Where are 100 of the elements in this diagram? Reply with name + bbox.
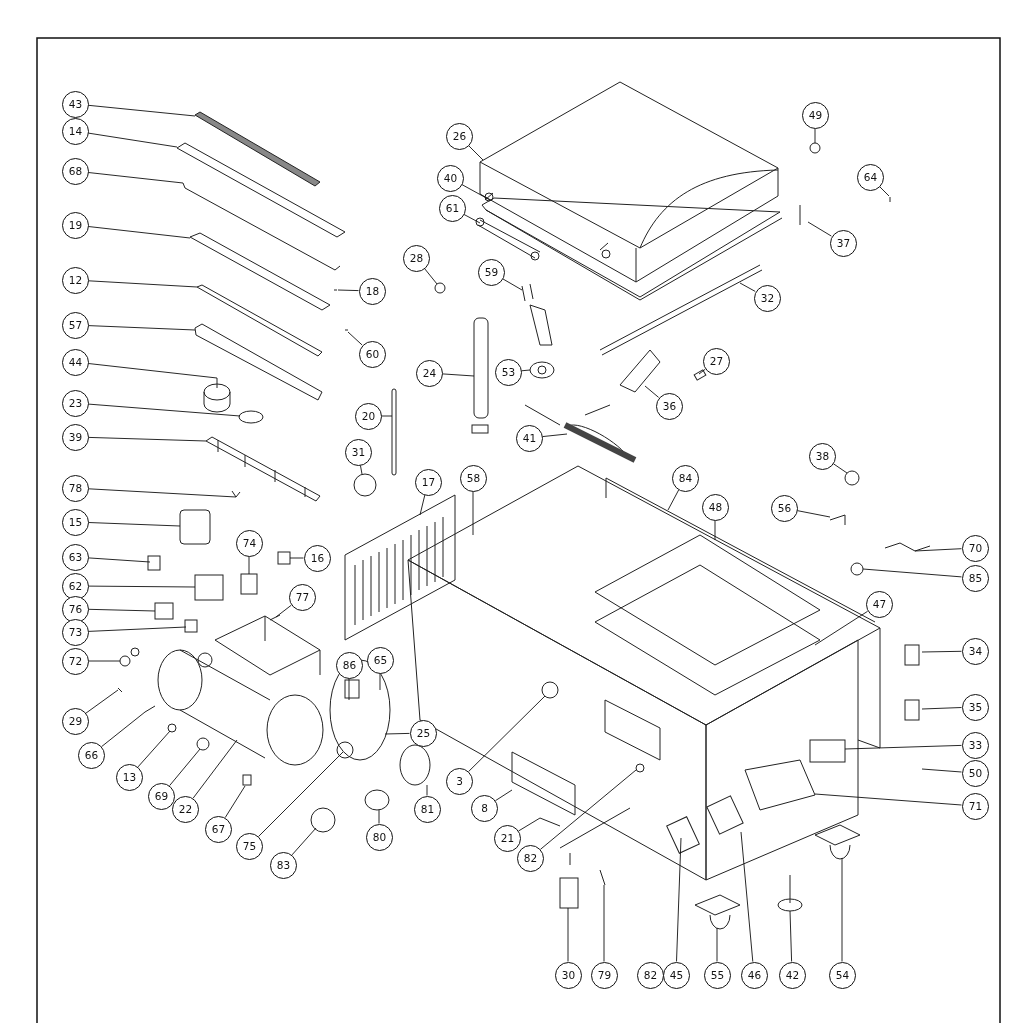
callout-number: 59 — [478, 259, 505, 286]
leader-line — [88, 522, 181, 527]
callout-number: 75 — [236, 833, 263, 860]
callout-number: 56 — [771, 495, 798, 522]
callout-number: 73 — [62, 619, 89, 646]
leader-line — [192, 739, 238, 799]
leader-line — [88, 585, 196, 588]
callout-number: 60 — [359, 341, 386, 368]
callout-number: 23 — [62, 390, 89, 417]
leader-line — [520, 369, 531, 372]
leader-line — [88, 325, 196, 331]
leader-line — [384, 732, 410, 735]
callout-number: 46 — [741, 962, 768, 989]
callout-number: 61 — [439, 195, 466, 222]
leader-line — [88, 280, 198, 288]
callout-number: 67 — [205, 816, 232, 843]
leader-line — [289, 557, 304, 559]
callout-number: 54 — [829, 962, 856, 989]
leader-line — [137, 730, 171, 768]
callout-number: 80 — [366, 824, 393, 851]
callout-number: 30 — [555, 962, 582, 989]
leader-line — [381, 415, 393, 417]
callout-number: 8 — [471, 795, 498, 822]
callout-number: 35 — [962, 694, 989, 721]
callout-number: 69 — [148, 783, 175, 810]
callout-number: 15 — [62, 509, 89, 536]
leader-line — [698, 368, 706, 375]
callout-number: 50 — [962, 760, 989, 787]
leader-line — [101, 711, 146, 748]
callout-number: 49 — [802, 102, 829, 129]
callout-number: 31 — [345, 439, 372, 466]
callout-number: 19 — [62, 212, 89, 239]
callout-number: 81 — [414, 796, 441, 823]
callout-number: 37 — [830, 230, 857, 257]
leader-line — [844, 744, 962, 750]
leader-line — [88, 608, 156, 612]
leader-line — [502, 278, 523, 291]
callout-number: 58 — [460, 465, 487, 492]
callout-number: 82 — [637, 962, 664, 989]
leader-line — [88, 626, 187, 632]
leader-line — [463, 213, 481, 224]
leader-line — [676, 837, 682, 962]
leader-line — [539, 769, 637, 850]
leader-line — [291, 827, 317, 856]
leader-line — [789, 910, 793, 962]
callout-number: 83 — [270, 852, 297, 879]
leader-line — [518, 817, 541, 832]
leader-line — [541, 433, 568, 438]
leader-line — [740, 831, 754, 963]
callout-number: 33 — [962, 732, 989, 759]
leader-line — [714, 520, 716, 541]
leader-line — [248, 556, 250, 575]
callout-number: 38 — [809, 443, 836, 470]
leader-line — [87, 363, 218, 379]
callout-number: 64 — [857, 164, 884, 191]
leader-line — [832, 463, 848, 474]
leader-line — [814, 793, 962, 806]
callout-number: 12 — [62, 267, 89, 294]
leader-line — [914, 548, 962, 552]
leader-line — [348, 678, 350, 701]
leader-line — [921, 768, 962, 773]
callout-number: 32 — [754, 285, 781, 312]
callout-number: 3 — [446, 768, 473, 795]
callout-number: 86 — [336, 652, 363, 679]
callout-number: 40 — [437, 165, 464, 192]
callout-number: 39 — [62, 424, 89, 451]
callout-number: 28 — [403, 245, 430, 272]
leader-line — [862, 568, 962, 578]
callout-number: 34 — [962, 638, 989, 665]
callout-number: 45 — [663, 962, 690, 989]
callout-number: 71 — [962, 793, 989, 820]
callout-number: 44 — [62, 349, 89, 376]
leader-line — [87, 132, 178, 148]
leader-line — [461, 184, 491, 201]
leader-line — [379, 673, 381, 691]
leader-line — [667, 489, 680, 511]
leader-line — [472, 491, 474, 536]
callout-number: 14 — [62, 118, 89, 145]
leader-line — [841, 857, 843, 962]
callout-number: 41 — [516, 425, 543, 452]
callout-number: 55 — [704, 962, 731, 989]
callout-number: 36 — [656, 393, 683, 420]
leader-line — [442, 373, 475, 377]
leader-line — [716, 927, 718, 962]
callout-number: 25 — [410, 720, 437, 747]
callout-number: 65 — [367, 647, 394, 674]
leader-line — [796, 510, 831, 518]
callout-number: 62 — [62, 573, 89, 600]
leader-line — [603, 884, 605, 962]
leader-line — [921, 650, 962, 653]
leader-line — [337, 289, 359, 292]
callout-number: 82 — [517, 845, 544, 872]
leader-line — [87, 104, 196, 117]
callout-number: 26 — [446, 123, 473, 150]
leader-line — [87, 226, 191, 239]
leader-line — [85, 689, 119, 714]
callout-number: 20 — [355, 403, 382, 430]
callout-number: 76 — [62, 596, 89, 623]
leader-line — [88, 660, 121, 662]
leader-line — [88, 488, 237, 498]
